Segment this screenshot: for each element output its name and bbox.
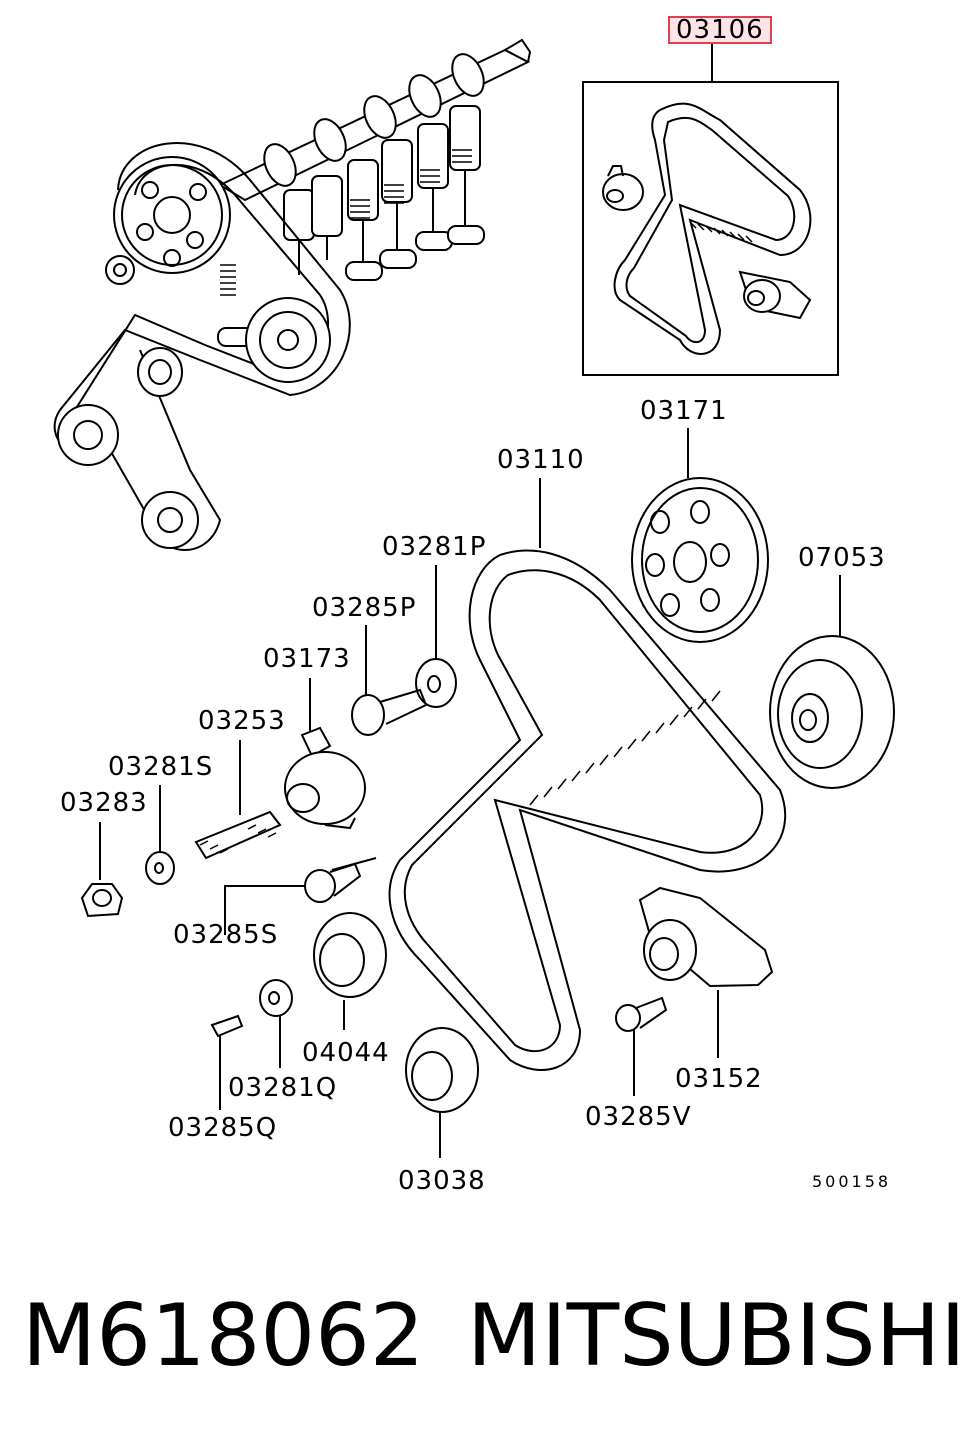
- callout-03281Q[interactable]: 03281Q: [228, 1073, 338, 1103]
- timing-belt-03110: [388, 478, 787, 1071]
- callout-03281S[interactable]: 03281S: [108, 752, 214, 782]
- callout-03253[interactable]: 03253: [198, 706, 286, 736]
- diagram-reference-number: 500158: [812, 1172, 892, 1191]
- camshaft-sprocket-03171: [631, 428, 769, 643]
- callout-03285S[interactable]: 03285S: [173, 920, 279, 950]
- part-number: M618062: [22, 1286, 425, 1386]
- callout-03110[interactable]: 03110: [497, 445, 585, 475]
- engine-assembly: [53, 38, 532, 551]
- callout-04044[interactable]: 04044: [302, 1038, 390, 1068]
- brand-name: MITSUBISHI: [467, 1286, 960, 1386]
- footer-caption: M618062 MITSUBISHI: [22, 1286, 960, 1396]
- callout-03285V[interactable]: 03285V: [585, 1102, 692, 1132]
- callout-03285P[interactable]: 03285P: [312, 593, 417, 623]
- callout-03173[interactable]: 03173: [263, 644, 351, 674]
- callout-03281P[interactable]: 03281P: [382, 532, 487, 562]
- callout-03038[interactable]: 03038: [398, 1166, 486, 1196]
- hardware-parts: [80, 565, 774, 1158]
- timing-kit-box: [582, 40, 839, 376]
- callout-07053[interactable]: 07053: [798, 543, 886, 573]
- sprocket-07053: [769, 575, 895, 789]
- callout-03152[interactable]: 03152: [675, 1064, 763, 1094]
- callout-03285Q[interactable]: 03285Q: [168, 1113, 278, 1143]
- callout-03106[interactable]: 03106: [668, 16, 772, 44]
- callout-03283[interactable]: 03283: [60, 788, 148, 818]
- callout-03171[interactable]: 03171: [640, 396, 728, 426]
